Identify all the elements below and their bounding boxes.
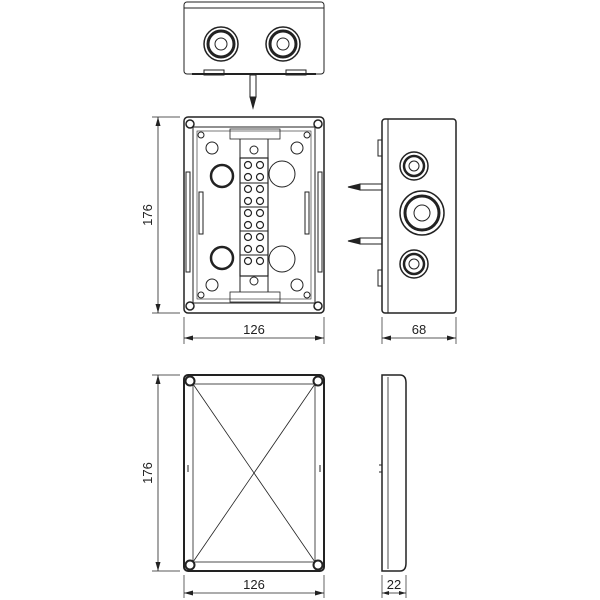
side-tab-1 — [377, 139, 383, 157]
lid-outline — [183, 374, 325, 572]
lid-corner-screws — [184, 375, 324, 571]
side-outline — [381, 118, 457, 314]
lid-view — [183, 374, 325, 572]
top-gland-right — [265, 26, 301, 62]
top-view-foot-right — [285, 69, 307, 76]
front-width-label: 126 — [243, 322, 265, 337]
side-depth-label: 68 — [412, 322, 426, 337]
side-gland-top — [399, 151, 429, 181]
lid-width-label: 126 — [243, 577, 265, 592]
side-gland-bottom — [399, 249, 429, 279]
top-view — [183, 1, 325, 110]
front-height-dimension — [152, 116, 180, 314]
lid-inner-panel — [192, 383, 316, 563]
lid-side-view — [379, 374, 407, 572]
side-mounting-pin-top — [347, 183, 383, 191]
side-mounting-pin-bottom — [347, 237, 383, 245]
front-outer-shell — [183, 116, 325, 314]
front-knockouts — [205, 141, 304, 292]
side-view — [347, 118, 457, 314]
top-view-foot-left — [203, 69, 225, 76]
side-gland-middle — [399, 190, 445, 236]
lid-depth-label: 22 — [387, 577, 401, 592]
front-corner-screws — [185, 119, 323, 311]
front-height-label: 176 — [140, 204, 155, 226]
lid-side-outline — [381, 374, 407, 572]
front-width-dimension — [183, 317, 325, 344]
front-view — [183, 116, 325, 314]
lid-height-dimension — [152, 374, 180, 572]
lid-width-dimension — [183, 575, 325, 598]
lid-depth-dimension — [381, 575, 407, 598]
top-mounting-pin — [249, 74, 257, 110]
lid-diagonal-2 — [192, 383, 316, 563]
front-inner-floor — [196, 130, 312, 300]
lid-height-label: 176 — [140, 462, 155, 484]
side-tab-2 — [377, 269, 383, 287]
front-inner-wall — [192, 126, 316, 304]
front-terminal-block — [239, 145, 269, 286]
side-depth-dimension — [381, 317, 457, 344]
front-side-ribs — [185, 171, 323, 273]
top-gland-left — [203, 26, 239, 62]
